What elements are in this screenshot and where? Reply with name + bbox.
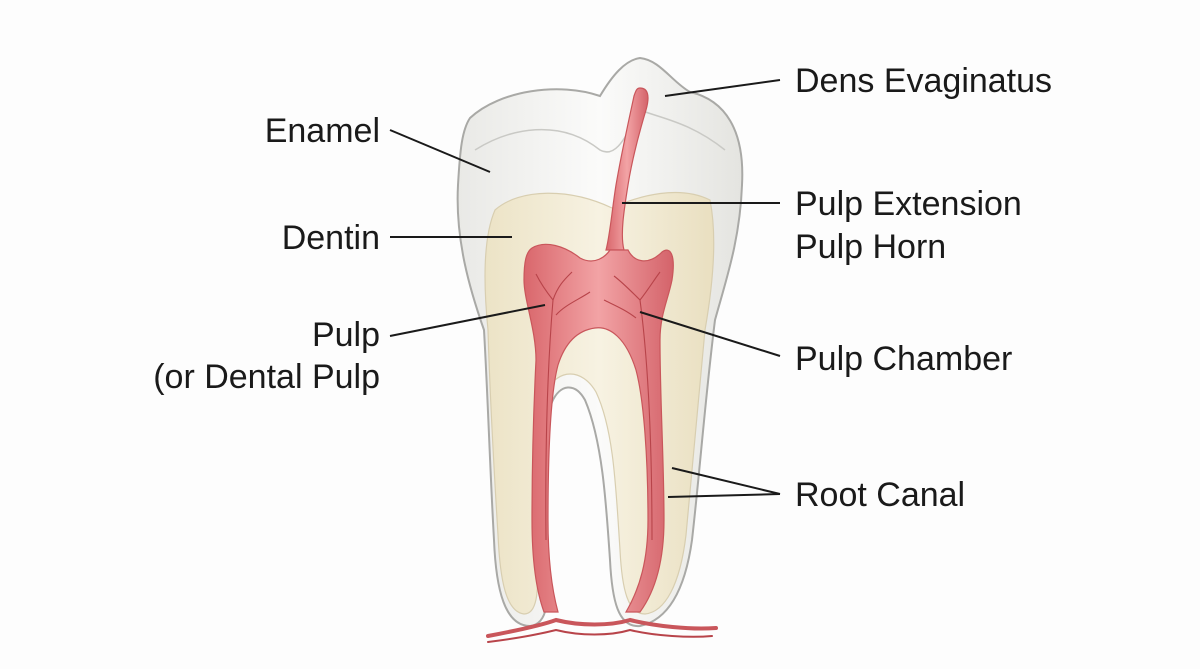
label-pulp-chamber: Pulp Chamber xyxy=(795,340,1012,378)
apical-vessel-lower xyxy=(487,628,713,643)
label-enamel: Enamel xyxy=(265,112,380,150)
leader-root-canal-lower xyxy=(667,493,781,498)
apical-vessel xyxy=(486,617,718,638)
label-dens-evaginatus: Dens Evaginatus xyxy=(795,62,1052,100)
pulp-vessels xyxy=(535,271,661,541)
label-pulp: Pulp xyxy=(312,316,380,354)
enamel-ridge xyxy=(474,109,726,153)
label-dentin: Dentin xyxy=(282,219,380,257)
leader-root-canal-upper xyxy=(671,467,781,495)
leader-dens-evaginatus xyxy=(664,79,781,97)
label-pulp-extension: Pulp Extension xyxy=(795,185,1022,223)
leader-enamel xyxy=(389,129,491,173)
pulp-chamber xyxy=(523,243,674,613)
leader-pulp xyxy=(389,304,546,337)
leader-pulp-chamber xyxy=(639,311,781,357)
label-dental-pulp: (or Dental Pulp xyxy=(153,358,380,396)
label-pulp-horn: Pulp Horn xyxy=(795,228,946,266)
leader-lines xyxy=(389,79,781,498)
label-root-canal: Root Canal xyxy=(795,476,965,514)
pulp-extension xyxy=(605,87,649,251)
